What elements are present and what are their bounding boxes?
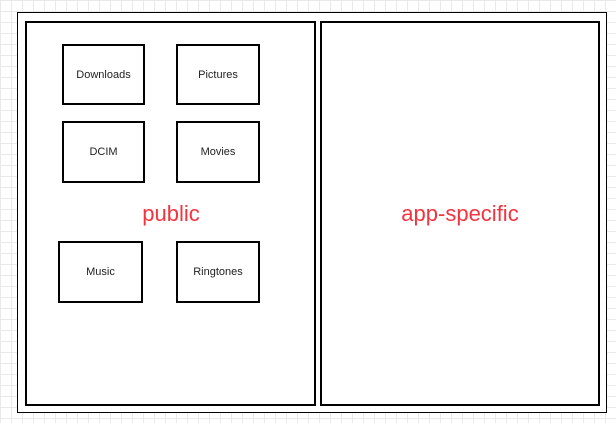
app-specific-region-label: app-specific <box>401 201 519 226</box>
folder-pictures-label: Pictures <box>198 68 238 81</box>
folder-music-label: Music <box>86 266 115 278</box>
folder-movies-label: Movies <box>200 146 236 158</box>
folder-music: Music <box>58 241 143 303</box>
folder-downloads: Downloads <box>62 44 145 105</box>
folder-dcim-label: DCIM <box>89 146 118 158</box>
folder-movies: Movies <box>176 121 260 183</box>
folder-dcim: DCIM <box>62 121 145 183</box>
folder-ringtones-label: Ringtones <box>193 266 243 278</box>
folder-ringtones: Ringtones <box>176 241 260 303</box>
folder-downloads-label: Downloads <box>76 68 131 81</box>
folder-pictures: Pictures <box>176 44 260 105</box>
public-region-label: public <box>142 201 200 226</box>
app-specific-storage-region <box>320 21 600 406</box>
